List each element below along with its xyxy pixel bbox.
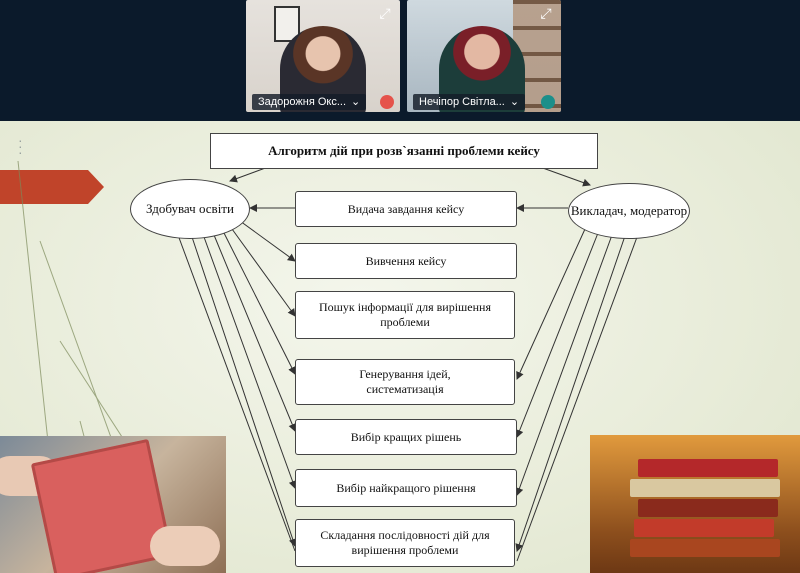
participant-name: Задорожня Окс...: [258, 96, 347, 108]
participant-name-bar[interactable]: Нечіпор Світла... ⌄: [413, 94, 526, 110]
hand: [150, 526, 220, 566]
step-2: Вивчення кейсу: [295, 243, 517, 279]
book-stack-item: [638, 459, 778, 477]
book-stack-item: [638, 499, 778, 517]
book-stack-item: [630, 539, 780, 557]
book-photo-right: [590, 435, 800, 573]
step-1: Видача завдання кейсу: [295, 191, 517, 227]
learner-node: Здобувач освіти: [130, 179, 250, 239]
expand-icon[interactable]: ⤢: [540, 5, 552, 21]
step-4: Генерування ідей, систематизація: [295, 359, 515, 405]
mic-muted-icon: [380, 95, 394, 109]
slide-accent-arrow: [0, 170, 104, 204]
chevron-down-icon: ⌄: [509, 96, 520, 108]
shared-slide: ···: [0, 121, 800, 573]
participant-name-bar[interactable]: Задорожня Окс... ⌄: [252, 94, 367, 110]
book-stack-item: [630, 479, 780, 497]
more-options-icon[interactable]: ···: [18, 132, 23, 160]
teacher-node: Викладач, модератор: [568, 183, 690, 239]
step-7: Складання послідовності дій для вирішенн…: [295, 519, 515, 567]
book-stack-item: [634, 519, 774, 537]
flow-connectors: [177, 166, 641, 562]
participant-tile-2[interactable]: ⤢ Нечіпор Світла... ⌄: [407, 0, 561, 112]
video-call-bar: ⤢ Задорожня Окс... ⌄ ⤢ Нечіпор Світла...…: [0, 0, 800, 121]
diagram-title: Алгоритм дій при розв`язанні проблеми ке…: [210, 133, 598, 169]
step-6: Вибір найкращого рішення: [295, 469, 517, 507]
book-photo-left: [0, 436, 226, 573]
expand-icon[interactable]: ⤢: [379, 5, 391, 21]
participant-tile-1[interactable]: ⤢ Задорожня Окс... ⌄: [246, 0, 400, 112]
participant-name: Нечіпор Світла...: [419, 96, 505, 108]
mic-active-icon: [541, 95, 555, 109]
chevron-down-icon: ⌄: [351, 96, 361, 108]
wall-picture: [274, 6, 300, 42]
step-5: Вибір кращих рішень: [295, 419, 517, 455]
step-3: Пошук інформації для вирішення проблеми: [295, 291, 515, 339]
